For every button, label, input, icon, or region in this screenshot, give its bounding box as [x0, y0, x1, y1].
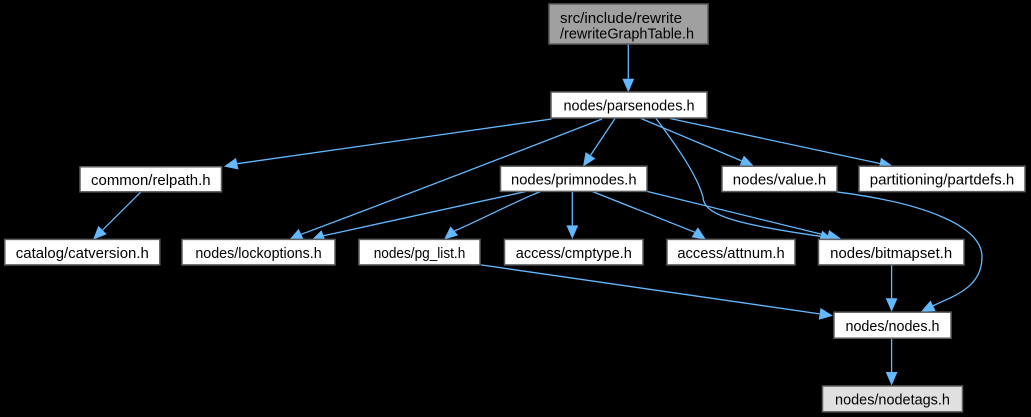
- svg-text:common/relpath.h: common/relpath.h: [91, 173, 211, 189]
- svg-text:nodes/pg_list.h: nodes/pg_list.h: [374, 246, 466, 262]
- svg-text:catalog/catversion.h: catalog/catversion.h: [16, 246, 149, 262]
- svg-text:nodes/primnodes.h: nodes/primnodes.h: [511, 173, 637, 189]
- svg-text:nodes/parsenodes.h: nodes/parsenodes.h: [564, 99, 695, 115]
- svg-text:nodes/lockoptions.h: nodes/lockoptions.h: [195, 246, 321, 262]
- svg-text:/rewriteGraphTable.h: /rewriteGraphTable.h: [560, 27, 694, 43]
- svg-text:nodes/nodetags.h: nodes/nodetags.h: [835, 393, 950, 409]
- svg-text:src/include/rewrite: src/include/rewrite: [560, 11, 682, 27]
- svg-text:partitioning/partdefs.h: partitioning/partdefs.h: [870, 173, 1015, 189]
- svg-text:nodes/bitmapset.h: nodes/bitmapset.h: [830, 246, 952, 262]
- svg-text:access/cmptype.h: access/cmptype.h: [516, 246, 632, 262]
- svg-text:access/attnum.h: access/attnum.h: [677, 246, 784, 262]
- svg-text:nodes/value.h: nodes/value.h: [733, 173, 826, 189]
- svg-text:nodes/nodes.h: nodes/nodes.h: [846, 319, 940, 335]
